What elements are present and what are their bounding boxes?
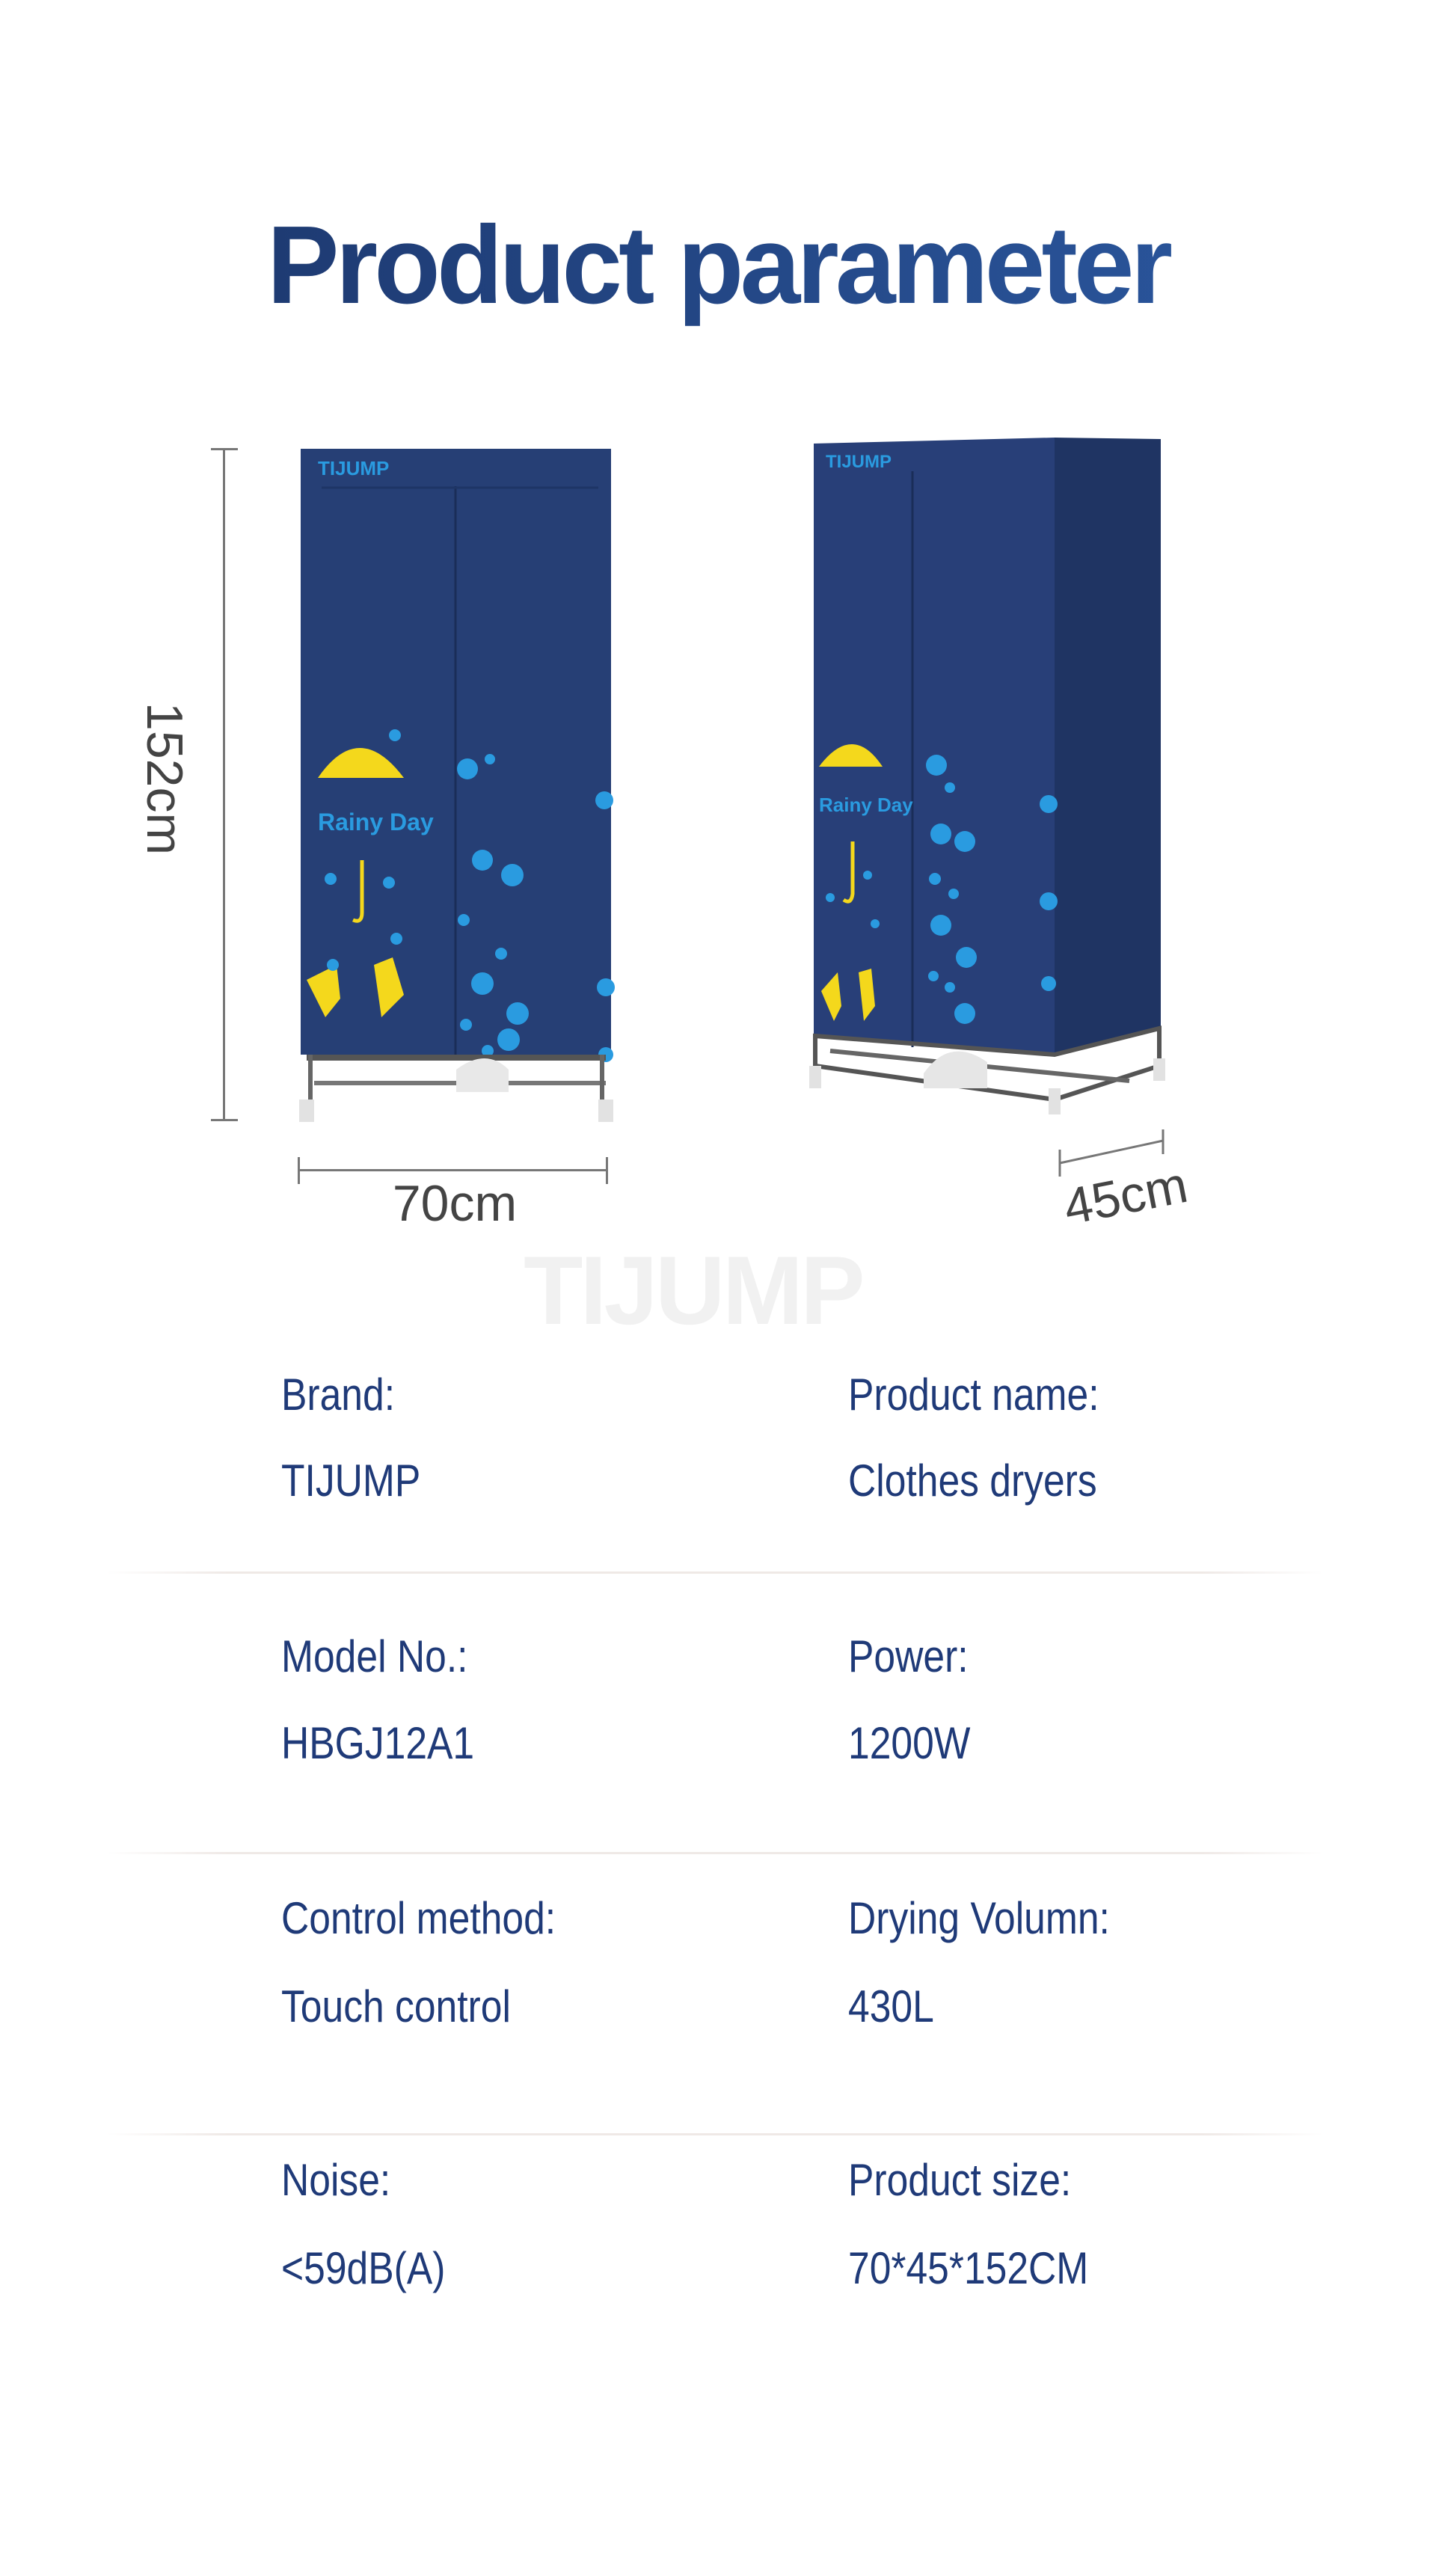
dryer-angled-image: TIJUMP Rainy Day — [809, 438, 1165, 1114]
boot-icon — [859, 969, 875, 1021]
divider — [107, 1852, 1323, 1854]
dots — [826, 755, 1058, 1024]
spec-label: Control method: — [281, 1893, 556, 1943]
height-label: 152cm — [136, 702, 193, 856]
umbrella-icon — [318, 748, 404, 778]
dryer-cover — [814, 438, 1055, 1055]
spec-value: Touch control — [281, 1981, 511, 2031]
spec-label: Drying Volumn: — [848, 1893, 1110, 1943]
heater-unit — [456, 1058, 509, 1092]
spec-value: 430L — [848, 1981, 934, 2031]
heater-unit — [924, 1051, 987, 1088]
watermark-logo: TIJUMP — [524, 1236, 865, 1345]
width-dimension-cap-right — [606, 1157, 608, 1184]
spec-label: Product size: — [848, 2155, 1072, 2205]
spec-value: <59dB(A) — [281, 2243, 446, 2293]
height-dimension-cap-top — [211, 448, 238, 450]
divider — [107, 1571, 1323, 1574]
spec-value: 70*45*152CM — [848, 2243, 1089, 2293]
spec-value: TIJUMP — [281, 1456, 421, 1506]
umbrella-icon — [819, 744, 883, 767]
rainy-day-text: Rainy Day — [318, 809, 434, 835]
divider — [107, 2133, 1323, 2135]
umbrella-handle-icon — [842, 841, 855, 904]
spec-label: Noise: — [281, 2155, 391, 2205]
dryer-stand — [307, 1055, 606, 1061]
dots — [325, 729, 615, 1085]
spec-label: Product name: — [848, 1370, 1099, 1420]
height-dimension-line — [223, 449, 225, 1120]
spec-value: Clothes dryers — [848, 1456, 1097, 1506]
spec-label: Power: — [848, 1631, 969, 1681]
umbrella-handle-icon — [352, 860, 364, 923]
spec-label: Model No.: — [281, 1631, 468, 1681]
dryer-logo: TIJUMP — [318, 457, 389, 479]
dryer-front-image: TIJUMP Rainy Day — [299, 449, 615, 1122]
height-dimension-cap-bottom — [211, 1119, 238, 1121]
boot-icon — [821, 972, 841, 1021]
spec-value: 1200W — [848, 1718, 971, 1768]
spec-value: HBGJ12A1 — [281, 1718, 475, 1768]
dryer-side — [1055, 438, 1161, 1055]
width-dimension-cap-left — [298, 1157, 300, 1184]
depth-dimension-line — [1058, 1129, 1165, 1177]
boot-icon — [307, 965, 340, 1017]
spec-label: Brand: — [281, 1370, 396, 1420]
page-title: Product parameter — [14, 202, 1422, 329]
width-label: 70cm — [392, 1175, 518, 1232]
width-dimension-line — [298, 1169, 608, 1171]
rainy-day-text: Rainy Day — [819, 794, 913, 816]
boot-icon — [374, 957, 404, 1017]
dryer-logo: TIJUMP — [826, 452, 892, 472]
